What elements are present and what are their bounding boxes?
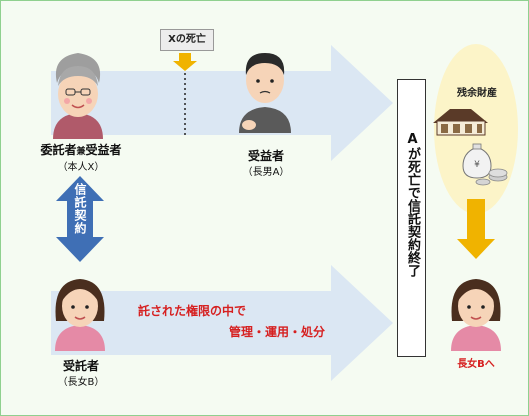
trustee-subtitle: （長女B） [57, 377, 105, 388]
svg-text:¥: ¥ [474, 160, 480, 170]
event-down-arrow [173, 53, 197, 71]
heir-woman-icon [451, 279, 501, 351]
settlor-subtitle: （本人X） [57, 162, 105, 173]
residual-label: 残余財産 [457, 88, 497, 99]
beneficiary-title: 受益者 [247, 149, 284, 163]
settlor-title-post: 受益者 [85, 143, 122, 157]
transfer-down-arrow [457, 199, 495, 259]
event-tag: Xの死亡 [160, 29, 214, 51]
recipient-label: 長女Bへ [457, 359, 495, 370]
termination-text: Aが死亡で信託契約終了 [405, 132, 420, 277]
trustee-duty-line2: 管理・運用・処分 [229, 325, 326, 339]
settlor-elderly-woman-icon [53, 53, 103, 139]
coins-icon [475, 168, 508, 186]
settlor-title: 委託者兼受益者 [26, 141, 136, 158]
lower-flow-arrow [51, 265, 393, 381]
money-bag-icon: ¥ [462, 143, 492, 179]
contract-double-arrow [56, 176, 104, 262]
trustee-duty-line1: 託された権限の中で [138, 304, 247, 318]
termination-box: Aが死亡で信託契約終了 [397, 79, 426, 357]
settlor-title-mid: 兼 [76, 147, 86, 157]
trustee-title: 受託者 [62, 359, 99, 373]
settlor-title-pre: 委託者 [40, 143, 77, 157]
beneficiary-subtitle: （長男A） [242, 167, 290, 178]
beneficiary-man-icon [239, 53, 291, 133]
trustee-woman-icon [55, 279, 105, 351]
house-icon [433, 109, 488, 136]
contract-label: 信託契約 [73, 183, 87, 235]
upper-flow-arrow [51, 45, 393, 161]
